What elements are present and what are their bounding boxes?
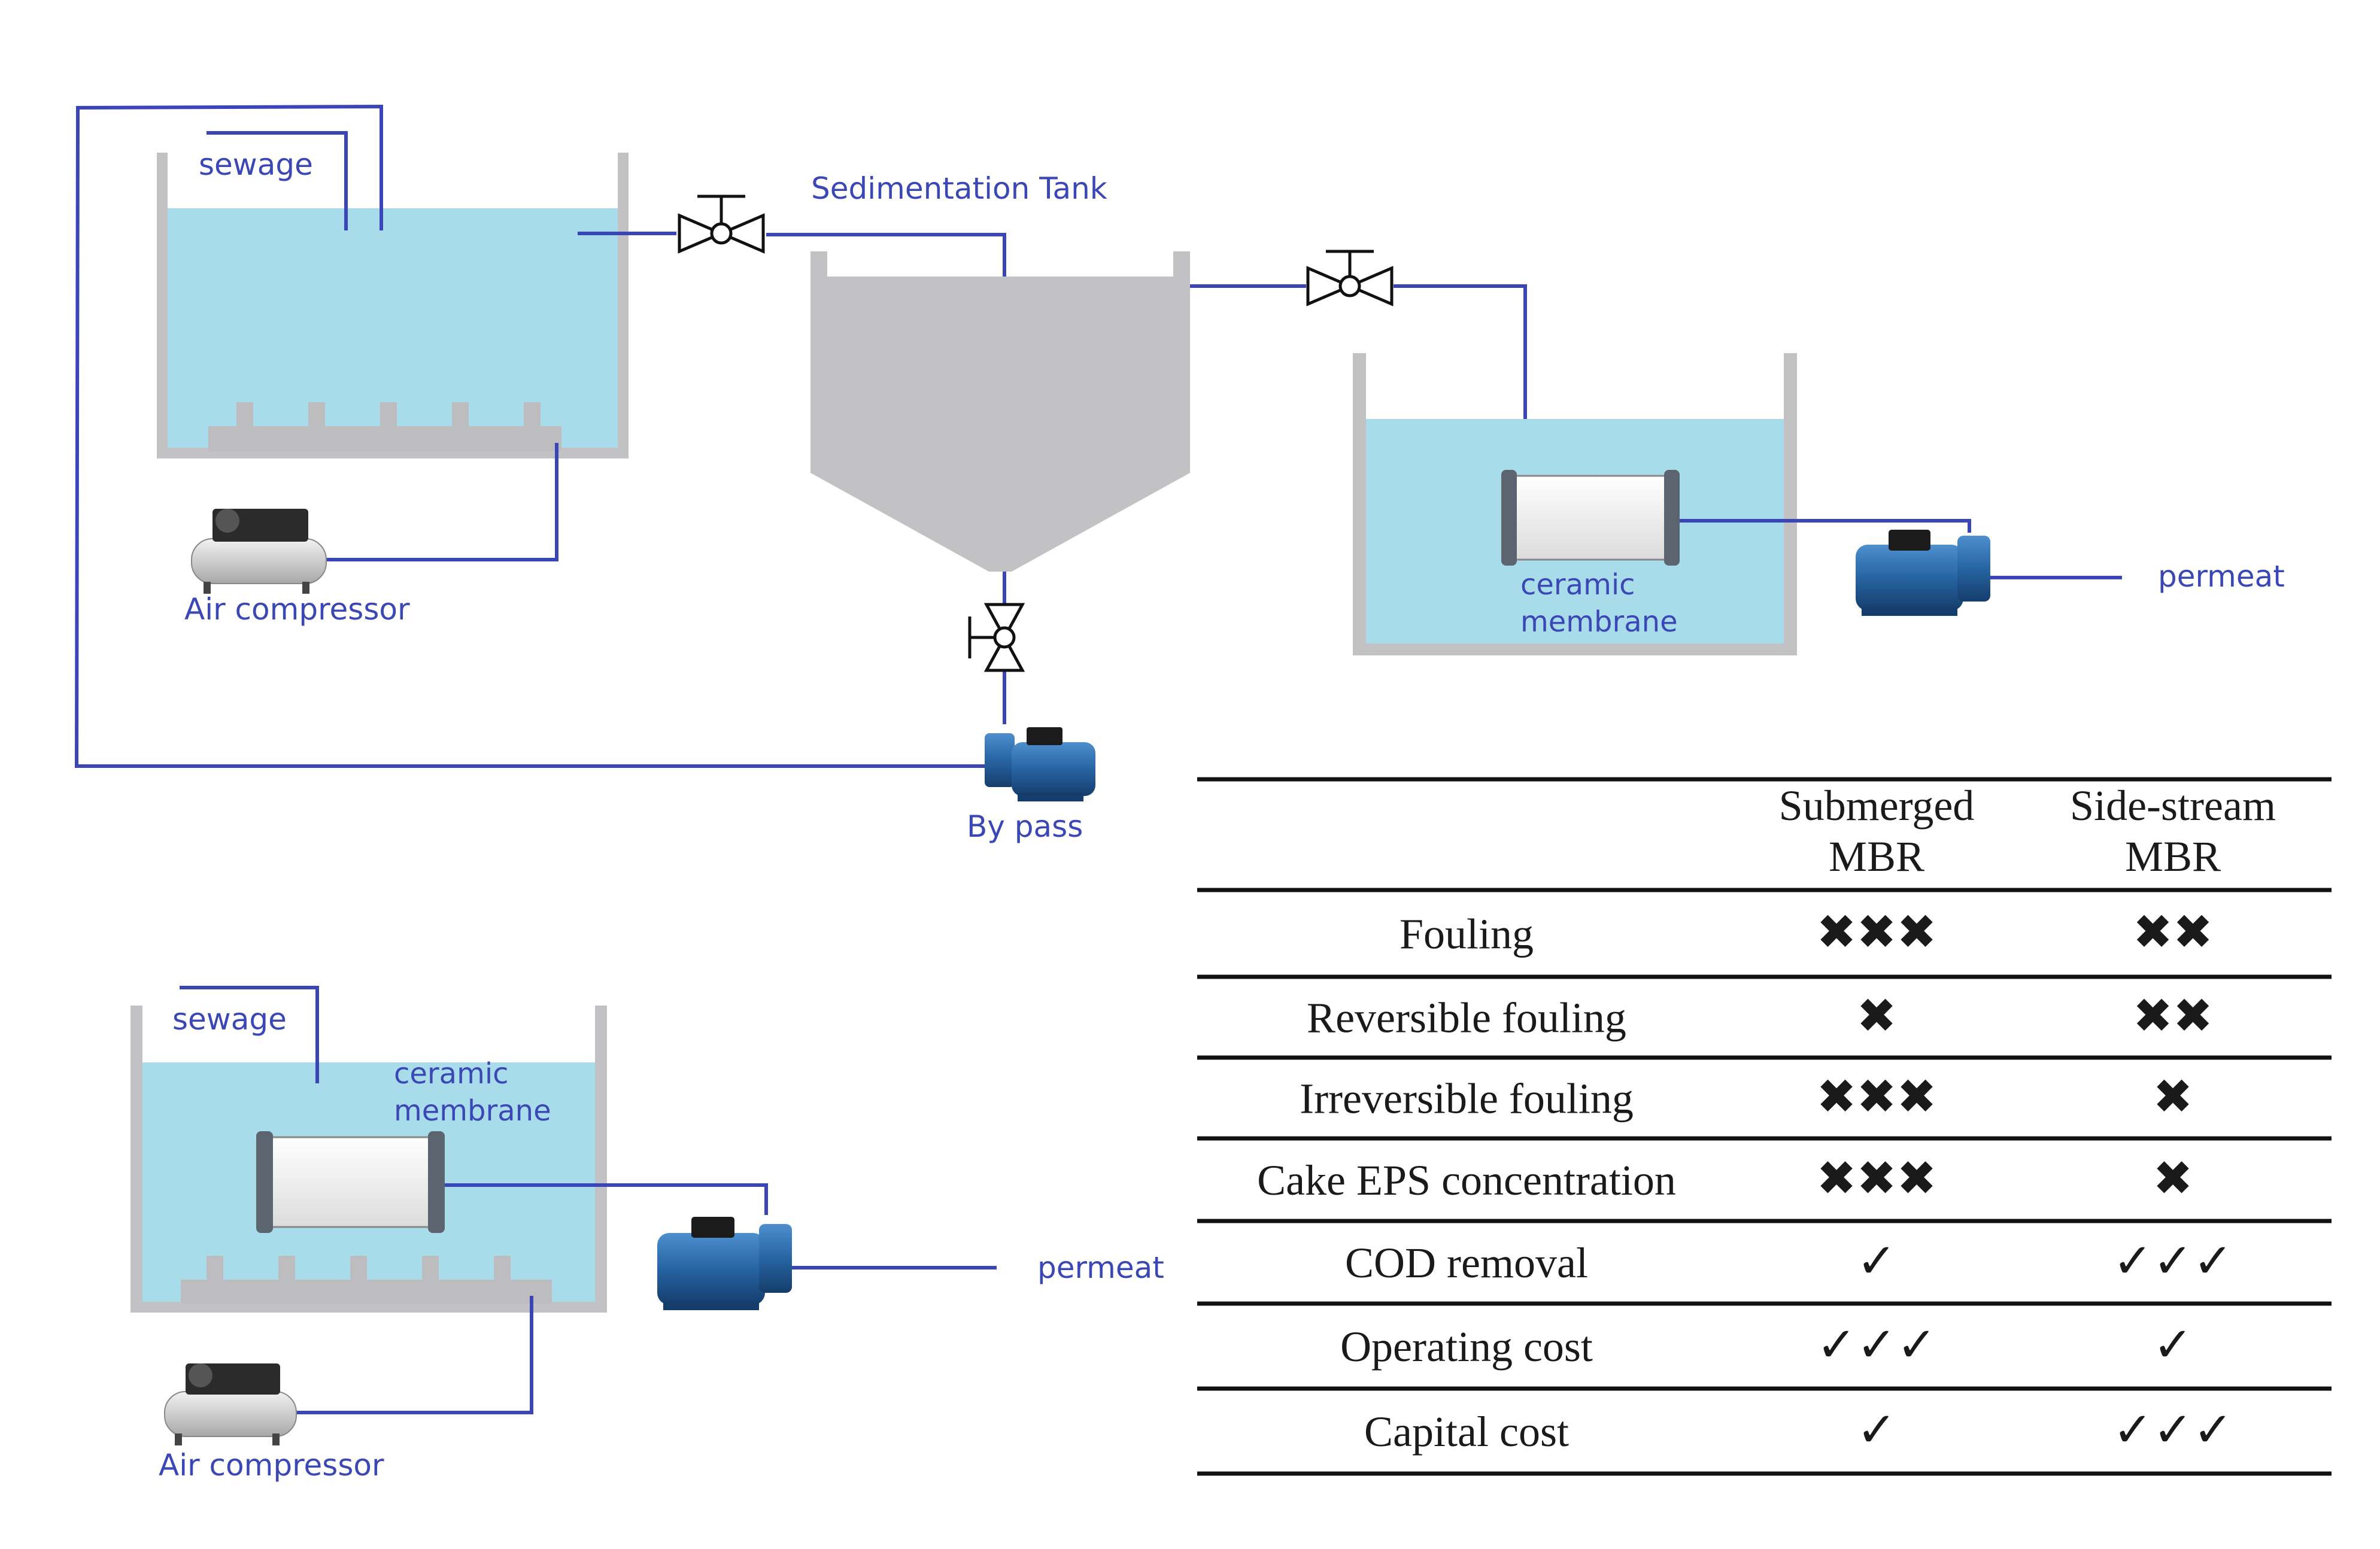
bypass-pump-icon: [985, 727, 1095, 801]
ceramic-membrane-label-top: ceramic membrane: [1520, 568, 1678, 639]
ceramic-membrane-label-bottom-text: ceramic: [394, 1057, 509, 1091]
table-row-label: Capital cost: [1364, 1408, 1569, 1456]
ceramic-membrane-label-top-text: ceramic: [1520, 568, 1635, 602]
air-compressor-bottom-icon: [164, 1363, 297, 1445]
table-cell-submerged: ✖✖✖: [1816, 907, 1936, 959]
ceramic-membrane-label-bottom-line2: membrane: [394, 1094, 551, 1128]
table-row-label: COD removal: [1345, 1239, 1588, 1287]
permeat-label-top: permeat: [2158, 559, 2285, 594]
valve-3-icon: [968, 603, 1025, 672]
table-row-label: Cake EPS concentration: [1257, 1156, 1676, 1204]
permeat-pump-bottom-icon: [657, 1217, 792, 1310]
table-row-label: Irreversible fouling: [1300, 1075, 1634, 1123]
ceramic-membrane-bottom-icon: [256, 1131, 445, 1233]
table-header-line1: Side-stream: [2070, 782, 2276, 830]
table-cell-submerged: ✖✖✖: [1816, 1153, 1936, 1205]
ceramic-membrane-label-top-line2: membrane: [1520, 605, 1678, 639]
air-compressor-label-top: Air compressor: [184, 592, 410, 627]
permeat-pump-top-icon: [1856, 530, 1990, 616]
table-cell-submerged: ✖: [1856, 991, 1896, 1043]
table-cell-sidestream: ✖: [2153, 1071, 2193, 1124]
sedimentation-tank-label: Sedimentation Tank: [811, 171, 1107, 206]
table-header-line2: MBR: [1829, 833, 1924, 880]
table-cell-submerged: ✓: [1856, 1404, 1896, 1457]
table-cell-submerged: ✓✓✓: [1816, 1319, 1936, 1372]
sewage-label-bottom: sewage: [172, 1002, 287, 1037]
table-header-line2: MBR: [2125, 833, 2221, 880]
valve-2-icon: [1306, 250, 1394, 306]
air-compressor-label-bottom: Air compressor: [159, 1448, 384, 1483]
ceramic-membrane-top-icon: [1501, 470, 1680, 566]
ceramic-membrane-label-bottom: ceramic membrane: [394, 1057, 551, 1128]
table-cell-submerged: ✓: [1856, 1235, 1896, 1288]
valve-1-icon: [678, 195, 765, 254]
pipes: [74, 104, 2122, 1414]
comparison-table: SubmergedMBRSide-streamMBRFouling✖✖✖✖✖Re…: [1197, 777, 2332, 1476]
sewage-label-top: sewage: [199, 147, 313, 182]
aeration-tank-bottom: [130, 1006, 607, 1313]
table-row-label: Reversible fouling: [1307, 994, 1626, 1042]
table-row-label: Fouling: [1400, 910, 1534, 958]
sedimentation-tank: [810, 251, 1190, 572]
table-cell-sidestream: ✖✖: [2133, 907, 2213, 959]
aeration-tank-top: [157, 153, 629, 458]
table-header-line1: Submerged: [1779, 782, 1975, 830]
table-cell-sidestream: ✓: [2153, 1319, 2193, 1372]
permeat-label-bottom: permeat: [1037, 1250, 1164, 1285]
by-pass-label: By pass: [967, 809, 1083, 844]
air-compressor-top-icon: [191, 509, 327, 594]
table-cell-sidestream: ✓✓✓: [2112, 1235, 2233, 1288]
table-cell-sidestream: ✖✖: [2133, 991, 2213, 1043]
table-cell-submerged: ✖✖✖: [1816, 1071, 1936, 1124]
table-cell-sidestream: ✓✓✓: [2112, 1404, 2233, 1457]
table-cell-sidestream: ✖: [2153, 1153, 2193, 1205]
table-row-label: Operating cost: [1340, 1323, 1593, 1371]
